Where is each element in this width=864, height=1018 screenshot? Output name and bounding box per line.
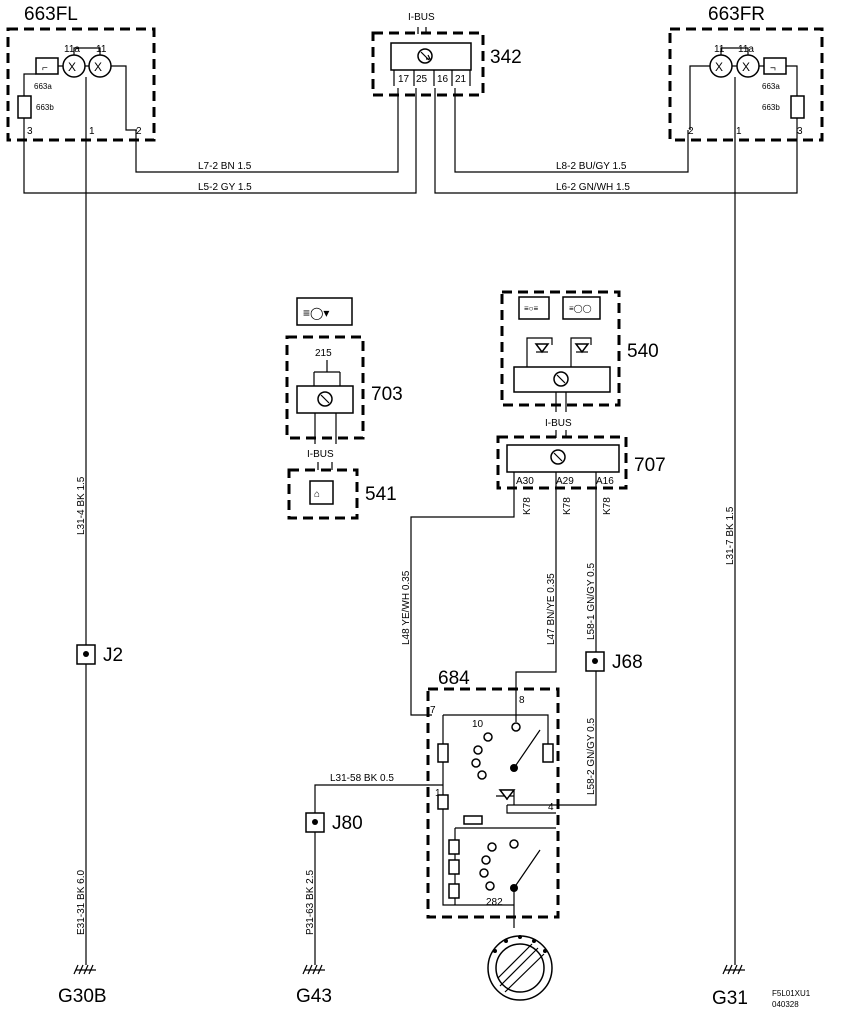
i-bus-label-right: I-BUS [545,418,572,429]
pin-16: 16 [437,74,449,85]
wire-label-p31-63: P31-63 BK 2.5 [305,870,316,935]
pin-a30: A30 [516,476,534,487]
module-342: I-BUS 342 17 25 16 21 [371,12,522,97]
module-663fl-title: 663FL [24,4,78,25]
wire-label-l58-1: L58-1 GN/GY 0.5 [586,562,597,640]
pin-1-fr: 1 [736,126,742,137]
wire-label-e31-31: E31-31 BK 6.0 [76,870,87,935]
pin-21: 21 [455,74,467,85]
pin-3-fr: 3 [797,126,803,137]
module-540: ≡○≡ ≡◯◯ 540 I-BUS [500,290,659,438]
svg-text:⌂: ⌂ [314,489,320,500]
connector-j2-label: J2 [103,645,123,666]
module-541-label: 541 [365,484,397,505]
pin-25: 25 [416,74,428,85]
wire-label-l48: L48 YE/WH 0.35 [401,570,412,645]
wire-label-l31-4: L31-4 BK 1.5 [76,476,87,535]
switch-pin-1: 1 [435,788,441,799]
module-703: ≡◯▾ 215 703 I-BUS [285,297,403,470]
label-11a-fr: 11a [738,44,754,55]
svg-text:⌐: ⌐ [42,63,48,74]
svg-text:≡◯▾: ≡◯▾ [303,306,329,320]
module-684: 684 7 8 10 1 4 282 [426,668,560,928]
k78-label-a16: K78 [602,497,613,515]
module-707: 707 A30 A29 A16 K78 K78 K78 [496,435,666,515]
resistor-663b-fr [790,95,805,119]
label-11-fr: 11 [714,44,725,55]
wire-label-l47: L47 BN/YE 0.35 [546,573,557,645]
module-663fr-title: 663FR [708,4,765,25]
top-wiring: L7-2 BN 1.5 L5-2 GY 1.5 L8-2 BU/GY 1.5 L… [23,88,798,194]
label-663a-fl: 663a [34,82,52,91]
module-540-label: 540 [627,341,659,362]
connector-j80-label: J80 [332,813,363,834]
svg-text:¬: ¬ [770,63,776,74]
resistor-663b-fl [17,95,32,119]
k78-label-a29: K78 [562,497,573,515]
svg-text:X: X [742,60,750,74]
ground-g43-label: G43 [296,986,332,1007]
right-ground-run: L31-7 BK 1.5 G31 F5L01XU1 040328 [712,130,811,1009]
left-ground-run: L31-4 BK 1.5 J2 E31-31 BK 6.0 G30B [58,130,123,1007]
svg-text:X: X [94,60,102,74]
svg-text:≡◯◯: ≡◯◯ [569,304,592,313]
wire-label-l8-2: L8-2 BU/GY 1.5 [556,161,627,172]
module-342-label: 342 [490,47,522,68]
module-684-label: 684 [438,668,470,689]
module-663fl: 663FL ⌐ X X 11a 11 663a 663b 3 1 2 [6,4,156,142]
label-11-fl: 11 [96,44,107,55]
ground-g30b-label: G30B [58,986,107,1007]
pin-3-fl: 3 [27,126,33,137]
switch-pin-282: 282 [486,897,503,908]
wire-label-l5-2: L5-2 GY 1.5 [198,182,252,193]
label-663a-fr: 663a [762,82,780,91]
label-11a-fl: 11a [64,44,80,55]
svg-text:X: X [715,60,723,74]
pin-2-fr: 2 [688,126,694,137]
headlamp-symbol-540 [562,296,601,320]
pin-17: 17 [398,74,410,85]
drawing-id: F5L01XU1 [772,989,811,998]
svg-text:≡○≡: ≡○≡ [524,304,539,313]
switch-pin-4: 4 [548,802,554,813]
module-541: ⌂ 541 [287,468,397,520]
k78-label-a30: K78 [522,497,533,515]
pin-1-fl: 1 [89,126,95,137]
pin-a16: A16 [596,476,614,487]
headlamp-symbol-703 [296,297,353,326]
wire-label-l31-7: L31-7 BK 1.5 [725,506,736,565]
connector-j68-label: J68 [612,652,643,673]
pin-2-fl: 2 [136,126,142,137]
svg-text:X: X [68,60,76,74]
i-bus-label-left: I-BUS [307,449,334,460]
ground-g31-label: G31 [712,988,748,1009]
g43-ground-run: L31-58 BK 0.5 J80 P31-63 BK 2.5 G43 [296,773,443,1007]
wire-label-l31-58: L31-58 BK 0.5 [330,773,394,784]
i-bus-label-top: I-BUS [408,12,435,23]
rotary-light-knob [487,935,553,1001]
module-663fr: 663FR X X ¬ 11 11a 663a 663b 2 1 3 [668,4,824,142]
label-663b-fr: 663b [762,103,780,112]
switch-pin-8: 8 [519,695,525,706]
wire-label-l7-2: L7-2 BN 1.5 [198,161,252,172]
label-663b-fl: 663b [36,103,54,112]
relay-215-label: 215 [315,348,332,359]
switch-wiring: L48 YE/WH 0.35 L47 BN/YE 0.35 L58-1 GN/G… [401,472,643,806]
wire-label-l58-2: L58-2 GN/GY 0.5 [586,717,597,795]
wire-label-l6-2: L6-2 GN/WH 1.5 [556,182,630,193]
module-703-label: 703 [371,384,403,405]
switch-pin-7: 7 [430,705,436,716]
sensor-541-symbol [309,480,334,505]
pin-a29: A29 [556,476,574,487]
drawing-date: 040328 [772,1000,799,1009]
module-707-label: 707 [634,455,666,476]
switch-pin-10: 10 [472,719,484,730]
fog-light-symbol [518,296,550,320]
